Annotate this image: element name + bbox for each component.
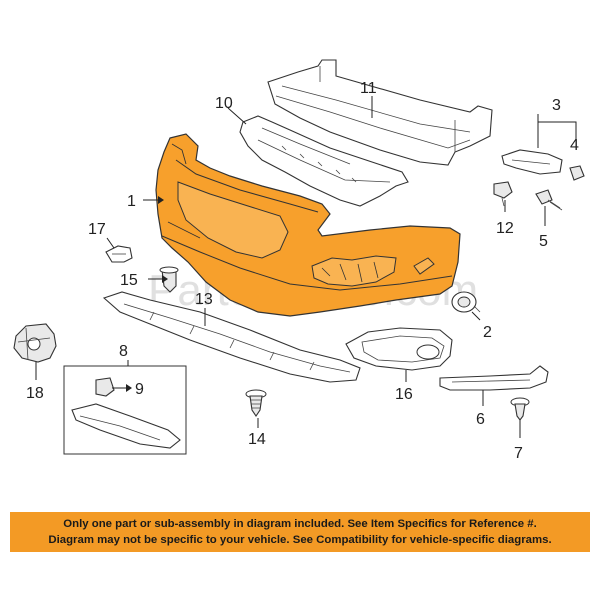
part-18-bracket xyxy=(13,323,57,363)
notice-line-1: Only one part or sub-assembly in diagram… xyxy=(63,518,537,530)
callout-1: 1 xyxy=(127,193,136,210)
callout-4: 4 xyxy=(570,137,579,154)
callout-6: 6 xyxy=(476,411,485,428)
callout-12: 12 xyxy=(496,220,514,237)
callout-7: 7 xyxy=(514,445,523,462)
callout-18: 18 xyxy=(26,385,44,402)
part-2-parking-sensor xyxy=(451,291,481,313)
part-6-side-strip xyxy=(439,365,549,391)
callout-3: 3 xyxy=(552,97,561,114)
callout-11: 11 xyxy=(360,80,377,97)
callout-13: 13 xyxy=(195,291,213,308)
part-13-lower-deflector xyxy=(102,291,361,383)
part-10-upper-absorber xyxy=(239,115,409,207)
part-11-reinforcement-beam xyxy=(267,59,493,166)
leader-lines xyxy=(35,96,577,438)
callout-17: 17 xyxy=(88,221,106,238)
notice-line-2: Diagram may not be specific to your vehi… xyxy=(48,534,552,546)
callout-9: 9 xyxy=(135,381,144,398)
part-5-screw xyxy=(535,189,563,211)
callout-5: 5 xyxy=(539,233,548,250)
part-12-bolt xyxy=(493,181,513,207)
callout-16: 16 xyxy=(395,386,413,403)
callout-2: 2 xyxy=(483,324,492,341)
part-17-clip xyxy=(105,245,133,263)
part-8-group-box xyxy=(63,365,187,455)
part-7-screw xyxy=(510,397,530,421)
compatibility-notice-banner: Only one part or sub-assembly in diagram… xyxy=(10,512,590,552)
leader-arrowheads xyxy=(126,196,168,392)
part-14-screw xyxy=(245,389,267,417)
part-16-fog-lamp-bezel xyxy=(345,327,453,371)
part-4-clip xyxy=(569,165,585,181)
callout-15: 15 xyxy=(120,272,138,289)
part-15-push-pin xyxy=(159,266,179,293)
callout-10: 10 xyxy=(215,95,233,112)
callout-8: 8 xyxy=(119,343,128,360)
part-3-side-bracket xyxy=(501,149,563,175)
callout-14: 14 xyxy=(248,431,266,448)
part-1-bumper-cover xyxy=(155,133,461,317)
callout-labels: 1 2 3 4 5 6 7 8 9 10 11 12 13 14 15 16 1… xyxy=(26,80,579,462)
